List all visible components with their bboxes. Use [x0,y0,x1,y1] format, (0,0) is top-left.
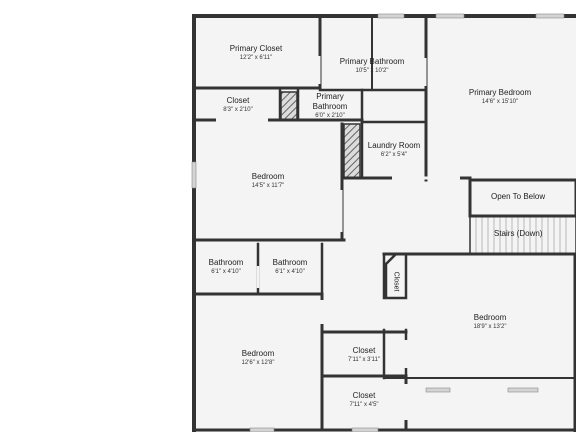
stairs-graphic [469,215,576,255]
closet-vertical-label: Closet [392,271,400,292]
room-name: Primary Bedroom [468,88,532,97]
room-dimensions: 14'5" x 11'7" [251,183,285,189]
room-dimensions: 6'2" x 5'4" [380,152,408,158]
room-dimensions: 8'3" x 2'10" [223,107,253,113]
room-name: Bathroom [272,258,308,267]
room-primary-bedroom: Primary Bedroom 14'6" x 15'10" [440,88,560,106]
room-name: Laundry Room [367,141,421,150]
room-name-line1: Primary [316,92,344,101]
room-dimensions: 18'9" x 13'2" [473,324,507,330]
room-dimensions: 12'6" x 12'8" [241,360,275,366]
room-name: Primary Closet [229,44,283,53]
room-bathroom-a: Bathroom 6'1" x 4'10" [196,258,256,276]
room-name: Closet [352,346,376,355]
room-name-line2: Bathroom [312,102,348,111]
room-primary-bathroom-top: Primary Bathroom 10'5" x 10'2" [322,57,422,75]
room-closet-mid: Closet 7'11" x 3'11" [324,346,404,364]
room-name: Bathroom [208,258,244,267]
room-name: Bedroom [241,349,275,358]
stairs-label: Stairs (Down) [494,229,543,238]
room-dimensions: 6'0" x 2'10" [315,113,345,119]
room-closet-bottom: Closet 7'11" x 4'5" [324,391,404,409]
room-name: Closet [352,391,376,400]
room-bedroom-left-top: Bedroom 14'5" x 11'7" [218,172,318,190]
room-dimensions: 10'5" x 10'2" [355,68,389,74]
hatched-chase-2 [343,123,361,179]
room-name: Primary Bathroom [339,57,405,66]
room-primary-closet: Primary Closet 12'2" x 6'11" [206,44,306,62]
hatched-chase-1 [280,91,298,121]
openings [216,56,460,420]
room-laundry: Laundry Room 6'2" x 5'4" [362,141,426,159]
room-dimensions: 7'11" x 4'5" [349,402,379,408]
windows [191,13,565,432]
room-dimensions: 7'11" x 3'11" [347,357,380,363]
room-name: Bedroom [251,172,285,181]
room-bedroom-right: Bedroom 18'9" x 13'2" [440,313,540,331]
open-to-below-box [468,178,576,218]
room-name: Closet [226,96,250,105]
room-bedroom-left-bottom: Bedroom 12'6" x 12'8" [208,349,308,367]
open-to-below-label: Open To Below [491,192,546,201]
room-dimensions: 6'1" x 4'10" [275,269,305,275]
room-name: Bedroom [473,313,507,322]
room-closet-small: Closet 8'3" x 2'10" [198,96,278,114]
room-dimensions: 6'1" x 4'10" [211,269,241,275]
room-dimensions: 14'6" x 15'10" [481,99,519,105]
room-primary-bathroom-small: Primary Bathroom 6'0" x 2'10" [300,92,360,120]
room-dimensions: 12'2" x 6'11" [239,55,273,61]
room-bathroom-b: Bathroom 6'1" x 4'10" [260,258,320,276]
